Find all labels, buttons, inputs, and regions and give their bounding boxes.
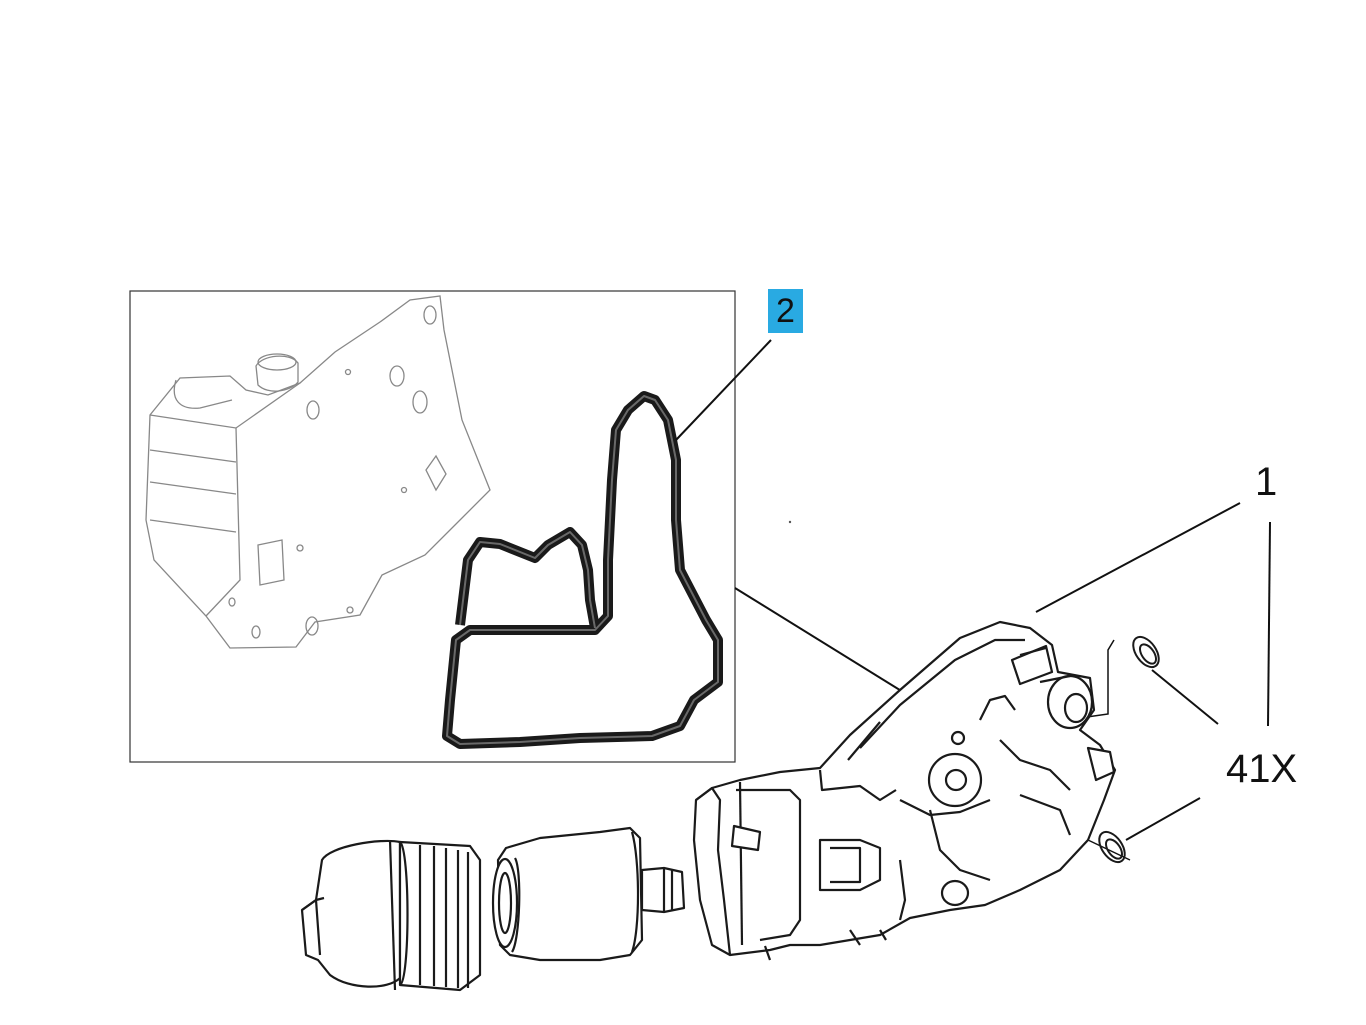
oil-filter-housing-part [692,620,1117,961]
filter-cap-part [300,839,482,992]
gasket-part [442,391,723,749]
callout-part-1[interactable]: 1 [1255,460,1278,504]
detail-inset-frame [129,290,736,763]
filter-cartridge-part [491,826,686,962]
callout-part-2[interactable]: 2 [768,289,803,333]
callout-part-41x[interactable]: 41X [1226,747,1298,791]
stray-mark [788,520,792,524]
oil-cooler-part [145,295,491,649]
o-ring-part [1098,635,1160,864]
